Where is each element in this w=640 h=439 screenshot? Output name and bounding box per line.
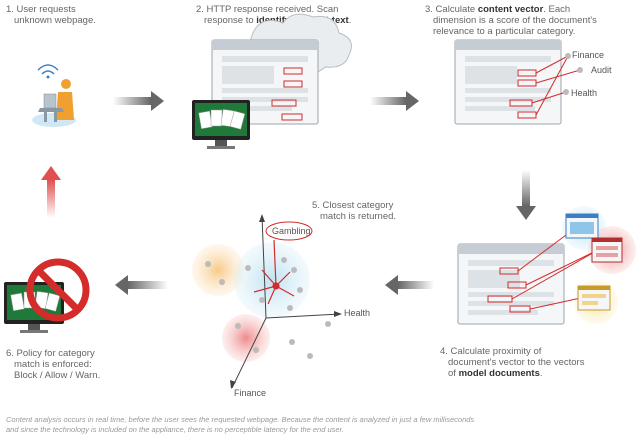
arrow-step6-to-1 [41, 166, 61, 218]
footnote: Content analysis occurs in real time, be… [6, 415, 634, 435]
step-6-text: 6. Policy for category match is enforced… [6, 348, 100, 381]
content-vector-cluster [253, 239, 295, 305]
category-label-gambling: Gambling [272, 226, 311, 236]
category-label-audit: Audit [591, 65, 612, 75]
axis-label-health: Health [344, 308, 370, 318]
arrow-step5-to-6 [115, 275, 168, 295]
step-4-line3-bold: model documents [458, 368, 540, 379]
step-4-line2: document's vector to the vectors [448, 357, 585, 368]
step-3-line1: 3. Calculate content vector. Each [425, 4, 597, 15]
prohibited-icon [26, 258, 90, 322]
arrow-step3-to-4 [516, 170, 536, 220]
step-4-line3-pre: of [448, 368, 459, 379]
vector-space-plot [192, 214, 342, 389]
user-laptop-icon [32, 64, 76, 127]
step-6-line1: 6. Policy for category [6, 348, 95, 359]
axis-label-finance: Finance [234, 388, 266, 398]
cards-monitor-icon [192, 100, 250, 149]
step-5-line1: 5. Closest category [312, 200, 394, 211]
step-6-line2: match is enforced: [14, 359, 92, 370]
step-1-line2: unknown webpage. [14, 15, 96, 26]
step-3-text: 3. Calculate content vector. Each dimens… [425, 4, 597, 37]
step-3-line1-pre: 3. Calculate [425, 4, 478, 15]
model-document-icon [591, 237, 623, 263]
model-document-icon [577, 285, 611, 311]
step-4-line3-post: . [539, 368, 543, 379]
footnote-line2: and since the technology is included on … [6, 425, 344, 434]
footnote-line1: Content analysis occurs in real time, be… [6, 415, 475, 424]
step-4-line3: of model documents. [440, 368, 584, 379]
step-6-line3: Block / Allow / Warn. [14, 370, 101, 381]
step-4-text: 4. Calculate proximity of document's vec… [440, 346, 584, 379]
step-4-line1: 4. Calculate proximity of [440, 346, 542, 357]
step-5-text: 5. Closest category match is returned. [312, 200, 396, 222]
step-5-line2: match is returned. [320, 211, 397, 222]
content-vector-browser-icon [454, 39, 583, 125]
step-1-line1: 1. User requests [6, 4, 76, 15]
gambling-highlight-ring [265, 221, 313, 241]
step-3-line1-post: . Each [543, 4, 571, 15]
step-2-line2-pre: response to [204, 15, 257, 26]
step-2-line2-post: . [348, 15, 352, 26]
arrow-step2-to-3 [370, 91, 419, 111]
step-3-line2: dimension is a score of the document's [433, 15, 597, 26]
model-documents-group [457, 206, 636, 325]
step-3-line3: relevance to a particular category. [433, 26, 576, 37]
arrow-step1-to-2 [113, 91, 164, 111]
arrow-step4-to-5 [385, 275, 434, 295]
category-label-finance: Finance [572, 50, 604, 60]
model-document-icon [565, 213, 599, 239]
step-3-line1-bold: content vector [477, 4, 544, 15]
step-2-line1: 2. HTTP response received. Scan [196, 4, 339, 15]
category-label-health: Health [571, 88, 597, 98]
blocked-monitor-icon [4, 258, 90, 333]
step-1-text: 1. User requests unknown webpage. [6, 4, 96, 26]
vector-point-markers [205, 257, 331, 359]
